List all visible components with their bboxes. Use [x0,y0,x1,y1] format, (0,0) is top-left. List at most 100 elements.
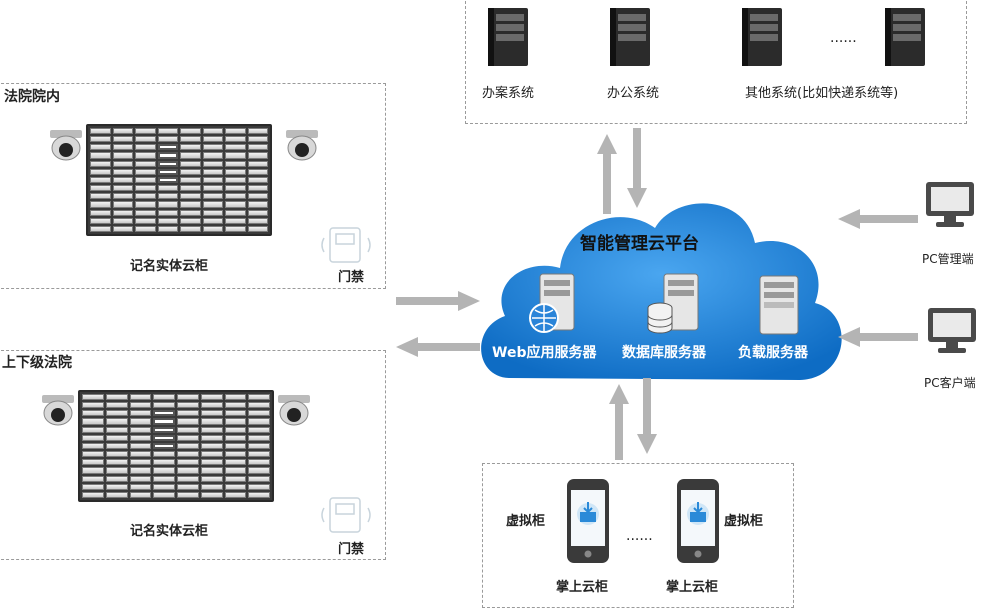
system-label-office: 办公系统 [607,86,660,101]
locker-cell [248,410,270,417]
court-levels-box [0,350,386,560]
locker-cell [105,451,128,458]
locker-cell [157,201,178,208]
server-icon [885,6,929,68]
locker-cell [224,402,247,409]
locker-cell [112,128,133,135]
locker-cell [135,209,156,216]
door-access-icon [318,494,374,536]
locker-cell [135,152,156,159]
locker-cell [129,491,152,498]
phone-icon [566,478,610,564]
locker-cell [247,217,268,224]
pc-admin-label: PC管理端 [922,252,974,266]
locker-cell [112,201,133,208]
locker-cell [202,152,223,159]
arrow-left-icon [838,326,918,348]
locker-cell [112,136,133,143]
locker-cell [180,160,201,167]
database-server-label: 数据库服务器 [622,345,706,361]
locker-cell [225,176,246,184]
locker-cell [129,434,152,441]
locker-cell [177,426,199,433]
web-server-label: Web应用服务器 [492,345,597,361]
locker-cell [225,152,246,159]
locker-cell [225,193,246,200]
locker-cell [135,136,156,143]
locker-cell [248,394,270,401]
locker-cell [82,467,104,474]
locker-cell [153,394,175,401]
locker-cell [202,193,223,200]
system-label-case: 办案系统 [482,86,535,101]
locker-cell [129,483,152,490]
locker-cell [129,475,152,482]
locker-cell [202,225,223,232]
locker-cell [129,426,152,433]
arrow-left-icon [838,208,918,230]
locker-cell [225,217,246,224]
locker-cell [90,217,111,224]
camera-icon [276,393,312,427]
locker-cell [112,185,133,192]
server-icon [742,6,786,68]
locker-cell [135,144,156,151]
locker-cell [202,160,223,167]
locker-cell [180,193,201,200]
locker-cell [177,418,199,425]
locker-cell [247,185,268,192]
load-server-label: 负载服务器 [738,345,808,361]
camera-icon [40,393,76,427]
locker-cell [90,176,111,184]
locker-cell [248,418,270,425]
locker-cell [247,193,268,200]
locker-cell [82,426,104,433]
arrow-up-icon [608,384,630,460]
locker-cell [225,225,246,232]
locker-cell [248,491,270,498]
locker-cell [90,128,111,135]
locker-cell [225,160,246,167]
locker-cell [202,168,223,175]
locker-cell [82,442,104,450]
locker-cell [153,491,175,498]
locker-cell [225,185,246,192]
cloud-shape [470,188,850,403]
locker-cell [177,483,199,490]
locker-cell [180,144,201,151]
locker-cell [105,475,128,482]
locker-cell [177,467,199,474]
cabinet-screen [157,176,178,184]
locker-cell [112,168,133,175]
locker-cell [153,459,175,466]
locker-cell [177,442,199,450]
locker-cell [153,402,175,409]
locker-cell [180,217,201,224]
locker-cell [202,176,223,184]
locker-cell [105,442,128,450]
arrow-down-icon [636,378,658,454]
locker-cell [248,475,270,482]
locker-cell [224,410,247,417]
cabinet-screen [157,152,178,159]
camera-icon [48,128,84,162]
locker-cell [90,168,111,175]
locker-cell [247,128,268,135]
locker-cell [135,225,156,232]
locker-cell [225,128,246,135]
locker-cell [200,426,223,433]
arrow-down-icon [626,128,648,208]
systems-box [465,0,967,124]
locker-cell [224,451,247,458]
locker-cell [247,201,268,208]
locker-cell [180,209,201,216]
locker-cell [105,434,128,441]
door-access-label: 门禁 [338,270,365,285]
locker-cell [200,434,223,441]
locker-cell [202,136,223,143]
locker-cell [135,168,156,175]
locker-cell [105,467,128,474]
locker-cell [180,176,201,184]
cabinet-screen [153,426,175,433]
locker-cell [129,410,152,417]
